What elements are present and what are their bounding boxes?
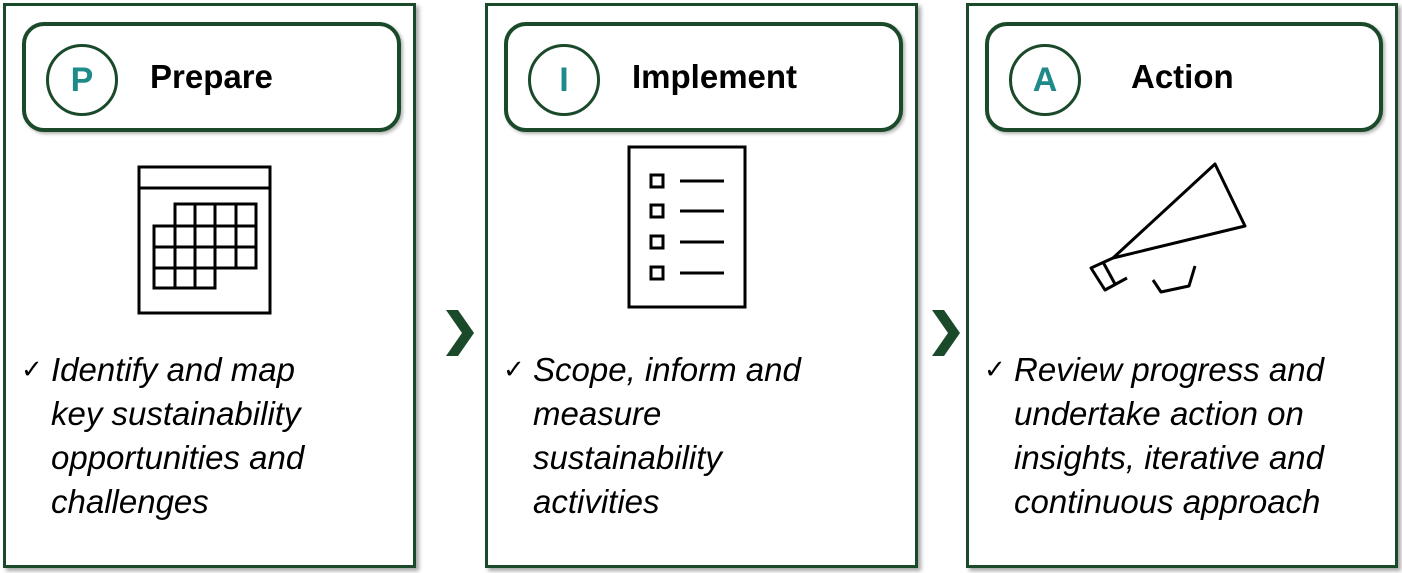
step-title: Action (1131, 58, 1234, 95)
step-header-prepare: P Prepare (22, 22, 401, 132)
step-description-text: Identify and map key sustainability oppo… (51, 351, 305, 520)
chevron-right-icon (932, 310, 960, 356)
megaphone-icon (1089, 162, 1247, 294)
step-letter-badge: A (1009, 44, 1081, 116)
calendar-icon (137, 165, 272, 315)
step-panel-action: A Action ✓ Review progress and undertake… (966, 3, 1398, 568)
step-description: ✓ Review progress and undertake action o… (984, 348, 1374, 524)
step-header-action: A Action (985, 22, 1383, 132)
step-description: ✓ Scope, inform and measure sustainabili… (503, 348, 843, 524)
step-title: Prepare (150, 58, 273, 95)
step-description: ✓ Identify and map key sustainability op… (21, 348, 351, 524)
step-panel-prepare: P Prepare ✓ Identify and map key sustain… (3, 3, 416, 568)
checkmark-icon: ✓ (21, 355, 43, 385)
step-panel-implement: I Implement ✓ Scope, inform and measure … (485, 3, 918, 568)
chevron-right-icon (446, 310, 474, 356)
step-header-implement: I Implement (504, 22, 903, 132)
step-letter-badge: I (528, 44, 600, 116)
checkmark-icon: ✓ (984, 355, 1006, 385)
step-title: Implement (632, 58, 798, 95)
step-description-text: Review progress and undertake action on … (1014, 351, 1325, 520)
step-letter-badge: P (46, 44, 118, 116)
step-description-text: Scope, inform and measure sustainability… (533, 351, 801, 520)
checkmark-icon: ✓ (503, 355, 525, 385)
checklist-icon (627, 145, 747, 309)
